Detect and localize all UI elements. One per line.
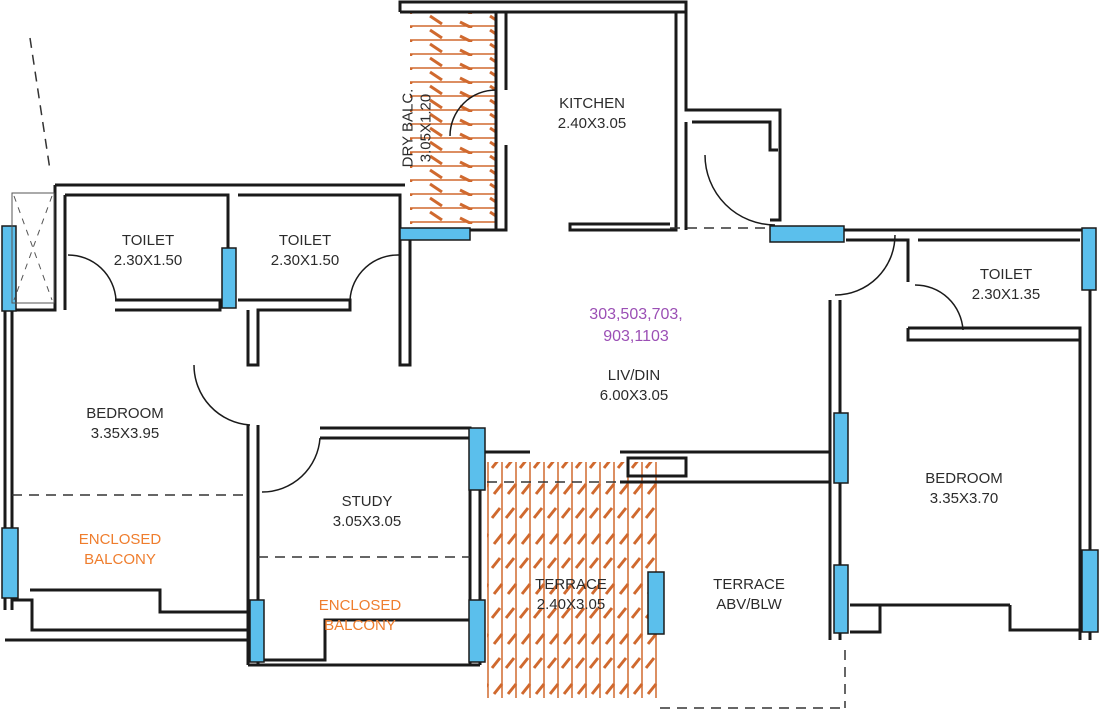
room-dimensions: 2.40X3.05 [536,596,606,613]
room-dimensions: 3.35X3.95 [90,425,160,442]
terrace-floor [487,462,659,698]
room-dimensions: 6.00X3.05 [599,387,669,404]
room-dimensions: 3.05X1.20 [417,93,435,163]
room-name: TERRACE [535,576,607,593]
room-label-toilet-2: TOILET 2.30X1.50 [271,231,339,271]
unit-numbers-line-2: 903,1103 [603,328,669,345]
room-label-terrace: TERRACE 2.40X3.05 [535,575,607,615]
room-label-toilet-3: TOILET 2.30X1.35 [972,265,1040,305]
room-dimensions: 3.35X3.70 [929,490,999,507]
window [833,412,849,484]
room-label-bedroom-2: BEDROOM 3.35X3.70 [925,469,1003,509]
room-name: TERRACE [713,576,785,593]
unit-numbers: 303,503,703, 903,1103 [589,304,682,348]
room-label-study: STUDY 3.05X3.05 [333,492,401,532]
window [1,225,17,312]
room-name: LIV/DIN [607,367,661,384]
window [221,247,237,309]
room-name: DRY BALC. [399,88,417,168]
room-label-enclosed-balcony-1: ENCLOSED BALCONY [79,530,162,570]
unit-numbers-line-1: 303,503,703, [589,306,683,323]
window [249,599,265,663]
room-name: BEDROOM [86,405,164,422]
window [647,571,665,635]
room-label-kitchen: KITCHEN 2.40X3.05 [558,94,626,134]
room-label-enclosed-balcony-2: ENCLOSED BALCONY [319,596,402,636]
room-label-dry-balcony: DRY BALC. 3.05X1.20 [399,89,435,168]
window [468,599,486,663]
room-dimensions: 2.30X1.50 [270,252,340,269]
window [1,527,19,599]
room-name: STUDY [341,493,393,510]
room-name: KITCHEN [559,95,625,112]
room-label-terrace-above-below: TERRACE ABV/BLW [713,575,785,615]
room-label-toilet-1: TOILET 2.30X1.50 [114,231,182,271]
room-name: ENCLOSED [318,597,402,614]
room-label-living: LIV/DIN 6.00X3.05 [600,366,668,406]
window [399,227,471,241]
window [833,564,849,634]
room-dimensions: 3.05X3.05 [332,513,402,530]
room-note: ABV/BLW [716,596,782,613]
room-name: TOILET [278,232,332,249]
room-name: TOILET [979,266,1033,283]
window [468,427,486,491]
room-name: TOILET [121,232,175,249]
room-dimensions: 2.30X1.35 [971,286,1041,303]
room-dimensions: 2.40X3.05 [557,115,627,132]
window [769,225,845,243]
room-name-line-2: BALCONY [84,551,156,568]
window [1081,549,1099,633]
room-name: ENCLOSED [78,531,162,548]
room-label-bedroom-1: BEDROOM 3.35X3.95 [86,404,164,444]
window [1081,227,1097,291]
room-dimensions: 2.30X1.50 [113,252,183,269]
room-name-line-2: BALCONY [324,617,396,634]
room-name: BEDROOM [925,470,1003,487]
